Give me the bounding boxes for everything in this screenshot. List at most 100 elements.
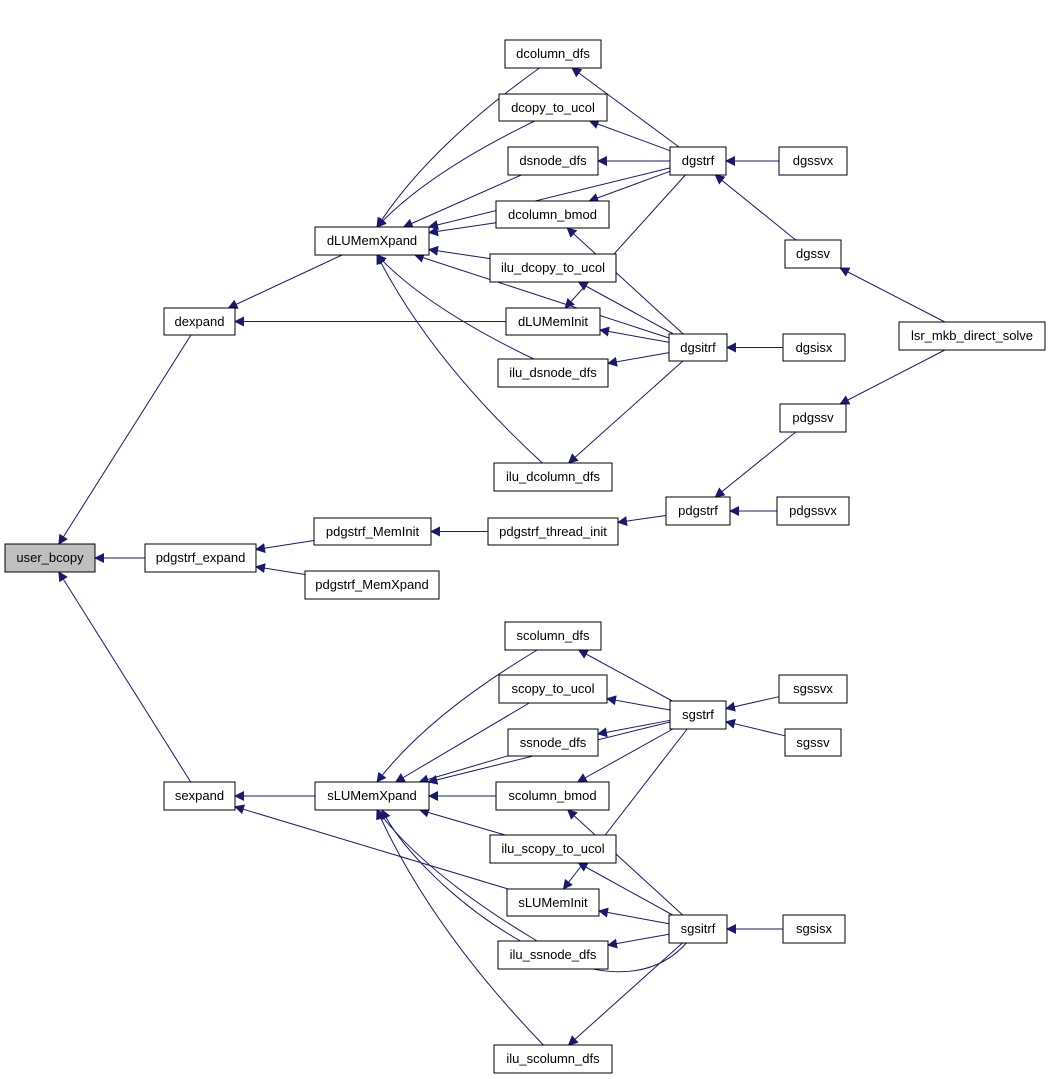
node-scolumn_bmod[interactable]: scolumn_bmod [495, 781, 610, 811]
node-label: pdgssv [792, 410, 834, 425]
node-label: ilu_ssnode_dfs [510, 947, 597, 962]
node-dcolumn_bmod[interactable]: dcolumn_bmod [495, 200, 610, 229]
edge-group [576, 728, 674, 783]
edge-dgsitrf-to-ilu_dsnode_dfs [607, 352, 670, 367]
edge-ilu_scopy_to_ucol-to-sLUMemXpand [418, 807, 506, 836]
node-ssnode_dfs[interactable]: ssnode_dfs [507, 728, 599, 757]
node-pdgstrf_thread_init[interactable]: pdgstrf_thread_init [487, 517, 619, 546]
node-dgstrf[interactable]: dgstrf [669, 146, 727, 176]
edge-group [428, 167, 671, 230]
node-sgssvx[interactable]: sgssvx [778, 674, 848, 704]
edge-ilu_dcolumn_dfs-to-dLUMemXpand [376, 254, 543, 464]
node-label: sgssvx [793, 681, 833, 696]
edge-group [606, 695, 671, 711]
node-dLUMemXpand[interactable]: dLUMemXpand [314, 226, 430, 256]
edge-group [599, 326, 670, 343]
node-label: sgstrf [682, 707, 714, 722]
edge-sgsitrf-to-scolumn_bmod [567, 809, 684, 916]
edge-group [714, 174, 797, 241]
edge-dLUMemXpand-to-dexpand [227, 254, 343, 309]
node-sLUMemInit[interactable]: sLUMemInit [506, 888, 600, 917]
edge-group [839, 349, 946, 405]
node-pdgssvx[interactable]: pdgssvx [776, 496, 850, 526]
edge-scopy_to_ucol-to-sLUMemXpand [394, 702, 530, 783]
edge-group [376, 254, 543, 464]
edge-sLUMemInit-to-sexpand [234, 804, 509, 890]
node-label: scopy_to_ucol [511, 681, 594, 696]
node-label: dcolumn_bmod [508, 207, 597, 222]
node-label: pdgstrf_MemInit [326, 524, 420, 539]
edge-dgstrf-to-dLUMemInit [564, 174, 686, 309]
node-scolumn_dfs[interactable]: scolumn_dfs [504, 621, 602, 651]
edge-group [376, 649, 538, 783]
node-dsnode_dfs[interactable]: dsnode_dfs [507, 146, 599, 176]
edge-group [571, 67, 680, 148]
node-sexpand[interactable]: sexpand [163, 781, 236, 811]
edge-group [597, 719, 671, 738]
edge-group [255, 540, 315, 554]
edge-dcolumn_bmod-to-dLUMemXpand [428, 222, 497, 237]
edge-pdgssv-to-pdgstrf [714, 431, 797, 498]
node-pdgstrf[interactable]: pdgstrf [665, 496, 731, 526]
edge-ilu_dcopy_to_ucol-to-dLUMemXpand [428, 245, 491, 260]
node-dgssvx[interactable]: dgssvx [778, 146, 848, 176]
edge-group [607, 352, 670, 367]
node-dexpand[interactable]: dexpand [163, 307, 236, 336]
node-dgssv[interactable]: dgssv [784, 239, 842, 269]
node-label: sgsitrf [681, 921, 716, 936]
edge-group [725, 696, 780, 712]
node-pdgstrf_MemXpand[interactable]: pdgstrf_MemXpand [304, 570, 440, 600]
node-sgssv[interactable]: sgssv [784, 728, 842, 757]
node-lsr_mkb_direct_solve[interactable]: lsr_mkb_direct_solve [898, 321, 1046, 351]
node-sLUMemXpand[interactable]: sLUMemXpand [314, 781, 430, 811]
node-ilu_scolumn_dfs[interactable]: ilu_scolumn_dfs [493, 1044, 613, 1074]
node-sgstrf[interactable]: sgstrf [669, 700, 727, 730]
node-user_bcopy[interactable]: user_bcopy [4, 543, 96, 573]
edge-sgstrf-to-scolumn_bmod [576, 728, 674, 783]
edge-group [234, 804, 509, 890]
node-dcopy_to_ucol[interactable]: dcopy_to_ucol [498, 93, 608, 122]
edge-pdgstrf_MemInit-to-pdgstrf_expand [255, 540, 315, 554]
edge-group [58, 334, 192, 545]
node-label: pdgssvx [789, 503, 837, 518]
edge-group [376, 254, 535, 360]
edge-group [227, 254, 343, 309]
edge-group [839, 267, 946, 323]
edge-group [577, 649, 673, 702]
edge-group [428, 245, 491, 260]
edge-group [567, 809, 684, 916]
node-scopy_to_ucol[interactable]: scopy_to_ucol [498, 674, 608, 704]
edge-group [413, 253, 670, 339]
node-dLUMemInit[interactable]: dLUMemInit [505, 307, 601, 336]
node-ilu_dcolumn_dfs[interactable]: ilu_dcolumn_dfs [493, 462, 613, 492]
node-label: sLUMemXpand [327, 788, 417, 803]
edge-group [588, 119, 671, 152]
edge-dgsitrf-to-ilu_dcopy_to_ucol [577, 281, 674, 335]
node-pdgstrf_expand[interactable]: pdgstrf_expand [144, 543, 257, 573]
node-ilu_dcopy_to_ucol[interactable]: ilu_dcopy_to_ucol [489, 253, 617, 283]
edge-sgstrf-to-ssnode_dfs [597, 719, 671, 738]
edge-group [598, 907, 670, 925]
node-dcolumn_dfs[interactable]: dcolumn_dfs [504, 39, 602, 69]
edge-sgsitrf-to-ilu_scopy_to_ucol [577, 862, 673, 916]
edge-lsr_mkb_direct_solve-to-dgssv [839, 267, 946, 323]
node-pdgssv[interactable]: pdgssv [779, 403, 847, 433]
node-ilu_scopy_to_ucol[interactable]: ilu_scopy_to_ucol [489, 834, 617, 864]
edge-dexpand-to-user_bcopy [58, 334, 192, 545]
edge-sgssv-to-sgstrf [725, 718, 786, 737]
edge-dgstrf-to-dcolumn_dfs [571, 67, 680, 148]
node-ilu_dsnode_dfs[interactable]: ilu_dsnode_dfs [497, 358, 609, 388]
node-label: dLUMemXpand [327, 233, 417, 248]
node-sgsisx[interactable]: sgsisx [782, 914, 846, 944]
edge-scolumn_dfs-to-sLUMemXpand [376, 649, 538, 783]
node-label: pdgstrf_expand [156, 550, 246, 565]
edge-sexpand-to-user_bcopy [58, 571, 192, 783]
node-sgsitrf[interactable]: sgsitrf [668, 914, 728, 944]
edge-sgssvx-to-sgstrf [725, 696, 780, 712]
edge-group [376, 809, 544, 1046]
node-dgsitrf[interactable]: dgsitrf [668, 333, 728, 362]
node-ilu_ssnode_dfs[interactable]: ilu_ssnode_dfs [497, 940, 609, 970]
node-pdgstrf_MemInit[interactable]: pdgstrf_MemInit [313, 517, 432, 546]
node-dgsisx[interactable]: dgsisx [782, 333, 846, 362]
node-label: ilu_scopy_to_ucol [501, 841, 604, 856]
